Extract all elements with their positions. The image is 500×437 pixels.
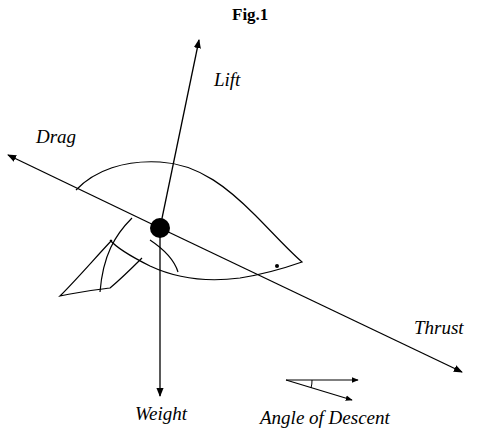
force-label: Weight [135,404,187,425]
figure-title: Fig.1 [232,6,268,25]
weight-arrow [159,228,160,396]
angle-arc [311,380,312,388]
horizontal-reference-arrow [286,379,358,380]
thrust-arrow [160,228,462,372]
bird-outline [60,162,302,296]
force-label: Drag [36,127,76,148]
descent-direction-arrow [286,380,352,400]
bird-eye [275,264,279,268]
drag-arrow [8,155,160,228]
center-of-mass-dot [150,218,170,238]
angle-label: Angle of Descent [260,408,390,429]
force-label: Thrust [414,318,464,339]
lift-arrow [160,40,199,228]
force-label: Lift [214,70,240,91]
